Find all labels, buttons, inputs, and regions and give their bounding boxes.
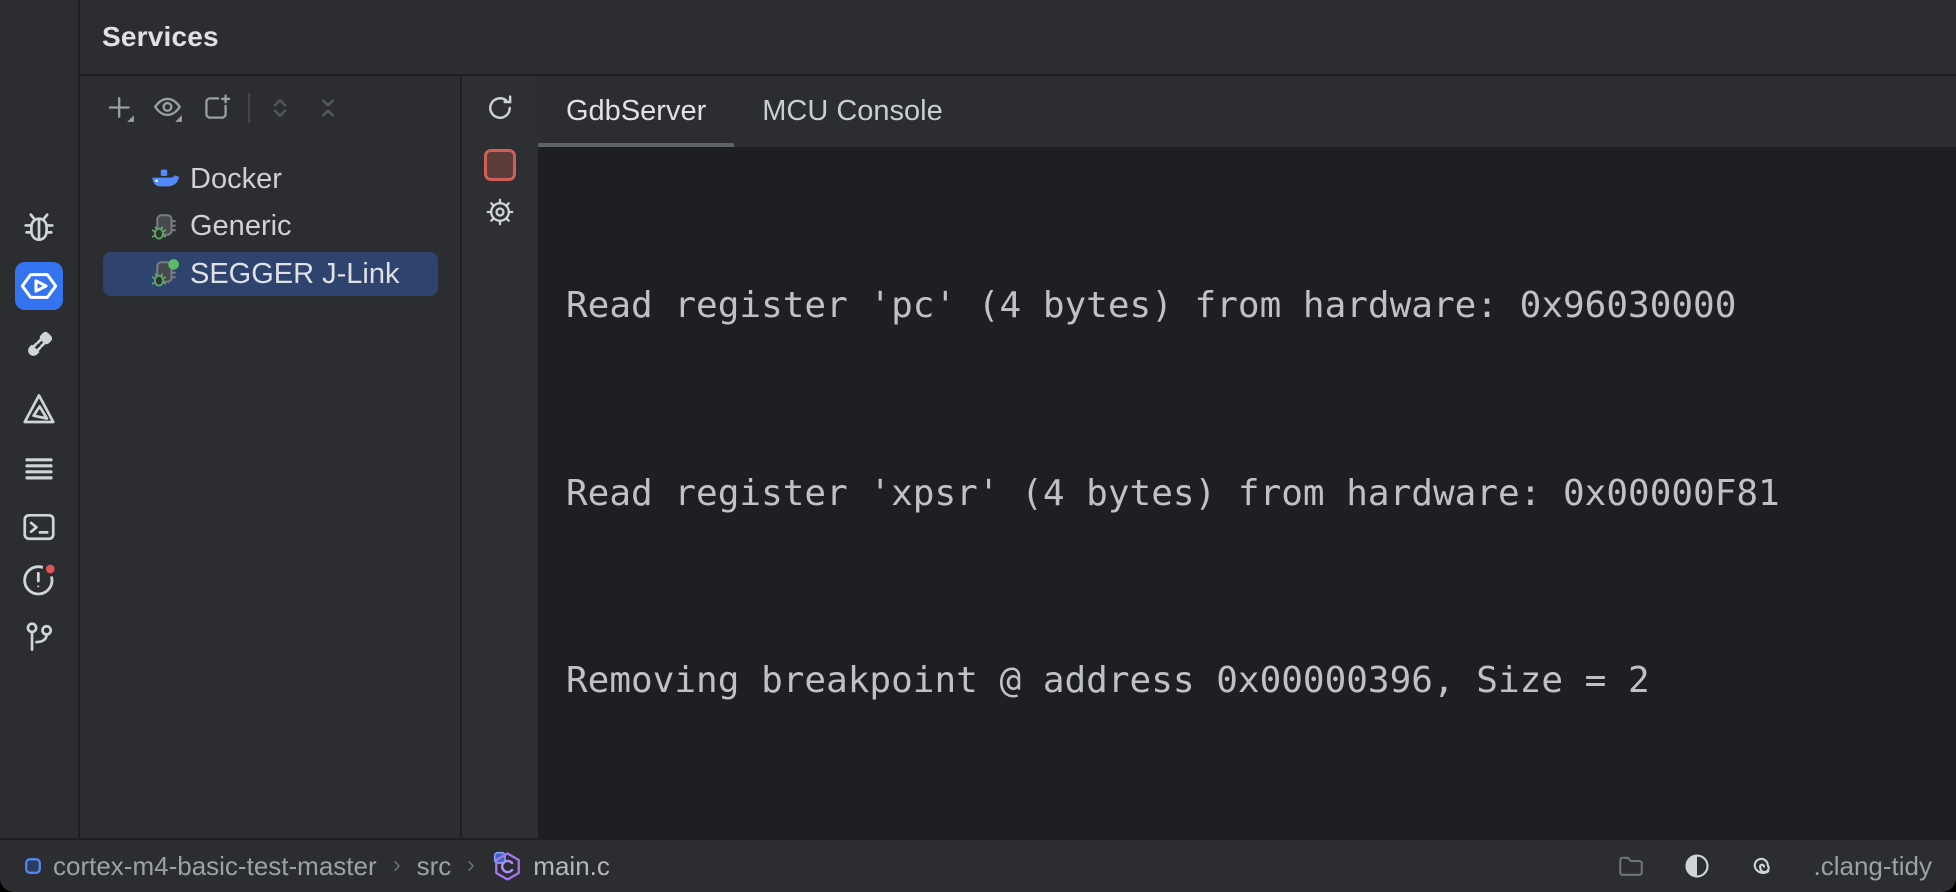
embedded-debug-running-icon [148,258,180,290]
tab-label: MCU Console [762,95,943,127]
cmake-tool-button[interactable] [16,386,62,432]
breadcrumb-project[interactable]: cortex-m4-basic-test-master [22,851,377,882]
status-bar: cortex-m4-basic-test-master src main. [0,838,1956,892]
problems-tool-button[interactable] [16,556,62,602]
cmake-icon [20,390,58,428]
rerun-button[interactable] [484,92,516,124]
eye-icon [152,92,184,124]
attach-tool-button[interactable] [16,322,62,368]
page-title: Services [102,21,219,52]
version-control-tool-button[interactable] [16,614,62,660]
breadcrumb-label: cortex-m4-basic-test-master [53,850,377,881]
tree-row-docker[interactable]: Docker [80,156,460,203]
embedded-debug-icon [148,211,180,243]
breadcrumb-src[interactable]: src [417,851,452,882]
expand-all-button[interactable] [264,92,296,124]
tab-mcu-console[interactable]: MCU Console [734,76,971,147]
open-in-new-tab-icon [200,92,232,124]
toolbar-divider [248,93,250,123]
build-log-tool-button[interactable] [16,446,62,492]
c-file-icon [491,850,524,883]
services-tree-panel: Docker Generic [80,76,462,838]
folder-icon[interactable] [1616,851,1646,881]
add-service-button[interactable] [104,92,136,124]
stop-icon [484,149,516,181]
spiral-icon[interactable] [1748,851,1778,881]
chevron-right-icon [390,859,404,873]
tree-row-segger-jlink[interactable]: SEGGER J-Link [103,252,438,296]
services-tool-button[interactable] [15,262,63,310]
problems-icon [19,559,59,599]
collapse-all-icon [312,92,344,124]
tree-row-label: Generic [190,210,292,242]
console-toolbar [462,76,538,838]
console-tab-bar: GdbServer MCU Console [538,76,1956,147]
show-options-button[interactable] [152,92,184,124]
plug-icon [20,326,58,364]
open-in-new-tab-button[interactable] [200,92,232,124]
console-pane: GdbServer MCU Console Read register 'pc'… [538,76,1956,889]
docker-icon [148,164,180,196]
console-line: Read register 'xpsr' (4 bytes) from hard… [566,472,1780,514]
stop-button[interactable] [484,149,516,181]
settings-button[interactable] [484,196,516,228]
build-log-icon [20,450,58,488]
breadcrumb-file[interactable]: main.c [491,850,610,883]
services-tree: Docker Generic [80,156,460,297]
rerun-icon [484,92,516,124]
project-icon [22,855,44,877]
terminal-icon [20,508,58,546]
breadcrumb-label: main.c [533,850,610,881]
add-icon [104,92,136,124]
status-bar-widgets: .clang-tidy [1616,850,1933,882]
breadcrumb-label: src [416,850,452,881]
gear-icon [484,196,516,228]
chevron-right-icon [464,859,478,873]
clang-tidy-widget[interactable]: .clang-tidy [1813,850,1933,881]
expand-all-icon [264,92,296,124]
tab-label: GdbServer [566,95,707,127]
tree-row-label: SEGGER J-Link [190,257,400,290]
tree-row-label: Docker [190,163,282,195]
debug-tool-button[interactable] [16,204,62,250]
terminal-tool-button[interactable] [16,504,62,550]
tab-gdbserver[interactable]: GdbServer [538,76,735,147]
collapse-all-button[interactable] [312,92,344,124]
services-toolbar [80,76,460,124]
running-badge [168,259,179,270]
tool-window-stripe [0,0,80,838]
tool-window-header: Services [80,0,1956,76]
console-output[interactable]: Read register 'pc' (4 bytes) from hardwa… [538,147,1956,892]
theme-contrast-icon[interactable] [1682,851,1712,881]
console-line: Removing breakpoint @ address 0x00000396… [566,660,1650,701]
debug-icon [20,208,58,246]
tree-row-generic[interactable]: Generic [80,203,460,250]
git-branch-icon [20,618,58,656]
console-line: Read register 'pc' (4 bytes) from hardwa… [566,285,1737,326]
services-icon [19,266,59,306]
